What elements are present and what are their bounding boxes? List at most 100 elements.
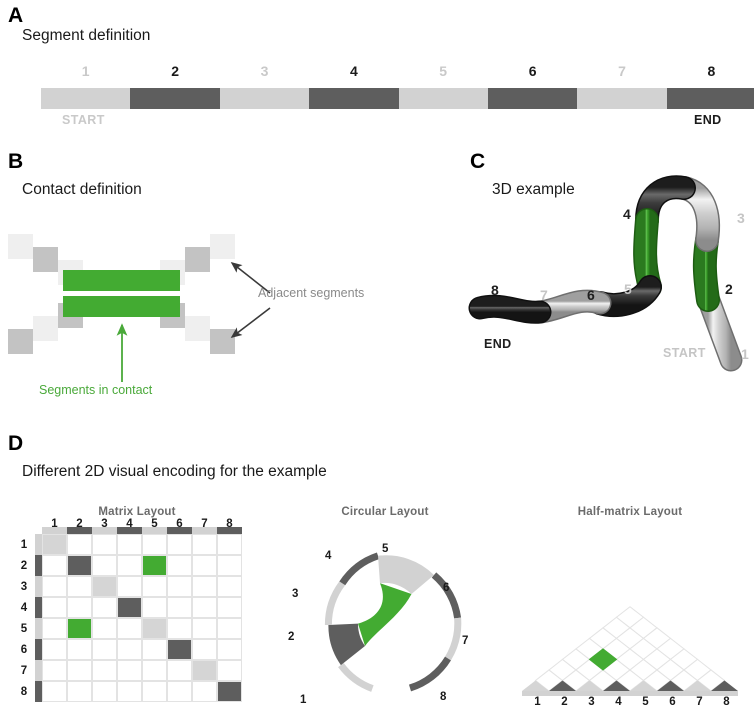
chain-label-6: 6	[587, 287, 595, 303]
circular-contact-ribbon	[358, 583, 412, 646]
matrix-cell-2-5[interactable]	[142, 555, 167, 576]
matrix-cell-7-1[interactable]	[42, 660, 67, 681]
matrix-left-strip-8	[35, 681, 42, 702]
matrix-cell-8-1[interactable]	[42, 681, 67, 702]
adjacent-square-ur-2	[185, 247, 210, 272]
half-matrix-base-triangle-5[interactable]	[630, 680, 657, 691]
matrix-cell-7-8[interactable]	[217, 660, 242, 681]
matrix-col-header-1: 1	[51, 518, 58, 530]
half-matrix-base-triangle-8[interactable]	[711, 680, 738, 691]
matrix-row-header-3: 3	[20, 581, 28, 593]
matrix-cell-4-5[interactable]	[142, 597, 167, 618]
half-matrix-contact-diamond	[588, 648, 618, 671]
matrix-cell-5-5[interactable]	[142, 618, 167, 639]
matrix-cell-4-6[interactable]	[167, 597, 192, 618]
matrix-cell-4-4[interactable]	[117, 597, 142, 618]
half-matrix-base-triangle-7[interactable]	[684, 680, 711, 691]
matrix-cell-1-4[interactable]	[117, 534, 142, 555]
half-matrix-label-5: 5	[642, 696, 649, 708]
end-label: END	[694, 113, 722, 127]
matrix-cell-5-4[interactable]	[117, 618, 142, 639]
matrix-cell-7-4[interactable]	[117, 660, 142, 681]
half-matrix-base-triangle-2[interactable]	[549, 680, 576, 691]
matrix-cell-6-4[interactable]	[117, 639, 142, 660]
segment-number-7: 7	[618, 63, 626, 79]
matrix-cell-1-3[interactable]	[92, 534, 117, 555]
half-matrix-base-triangle-6[interactable]	[657, 680, 684, 691]
matrix-cell-3-6[interactable]	[167, 576, 192, 597]
matrix-cell-4-2[interactable]	[67, 597, 92, 618]
matrix-cell-8-6[interactable]	[167, 681, 192, 702]
matrix-cell-2-1[interactable]	[42, 555, 67, 576]
matrix-cell-5-3[interactable]	[92, 618, 117, 639]
matrix-cell-6-5[interactable]	[142, 639, 167, 660]
matrix-top-strip-4	[117, 527, 142, 534]
matrix-cell-7-7[interactable]	[192, 660, 217, 681]
matrix-top-strip-7	[192, 527, 217, 534]
matrix-cell-1-2[interactable]	[67, 534, 92, 555]
half-matrix-base-triangle-1[interactable]	[522, 680, 549, 691]
matrix-cell-8-3[interactable]	[92, 681, 117, 702]
matrix-cell-5-2[interactable]	[67, 618, 92, 639]
matrix-cell-4-3[interactable]	[92, 597, 117, 618]
matrix-cell-1-7[interactable]	[192, 534, 217, 555]
chain-3d-illustration	[468, 175, 743, 372]
matrix-cell-8-7[interactable]	[192, 681, 217, 702]
half-matrix-label-7: 7	[696, 696, 703, 708]
matrix-cell-1-6[interactable]	[167, 534, 192, 555]
matrix-cell-7-6[interactable]	[167, 660, 192, 681]
matrix-cell-8-2[interactable]	[67, 681, 92, 702]
chain-start-label: START	[663, 346, 706, 360]
matrix-cell-6-6[interactable]	[167, 639, 192, 660]
matrix-cell-8-8[interactable]	[217, 681, 242, 702]
segment-number-8: 8	[707, 63, 716, 79]
matrix-cell-4-1[interactable]	[42, 597, 67, 618]
matrix-cell-2-4[interactable]	[117, 555, 142, 576]
matrix-cell-6-1[interactable]	[42, 639, 67, 660]
matrix-cell-2-8[interactable]	[217, 555, 242, 576]
segment-number-2: 2	[171, 63, 179, 79]
matrix-cell-3-5[interactable]	[142, 576, 167, 597]
matrix-cell-3-4[interactable]	[117, 576, 142, 597]
matrix-cell-5-8[interactable]	[217, 618, 242, 639]
matrix-cell-6-2[interactable]	[67, 639, 92, 660]
matrix-cell-3-1[interactable]	[42, 576, 67, 597]
segment-number-5: 5	[439, 63, 448, 79]
matrix-cell-4-7[interactable]	[192, 597, 217, 618]
matrix-cell-7-2[interactable]	[67, 660, 92, 681]
matrix-cell-8-5[interactable]	[142, 681, 167, 702]
matrix-cell-6-3[interactable]	[92, 639, 117, 660]
matrix-cell-8-4[interactable]	[117, 681, 142, 702]
matrix-left-strip-6	[35, 639, 42, 660]
half-matrix-base-triangle-3[interactable]	[576, 680, 603, 691]
matrix-cell-5-1[interactable]	[42, 618, 67, 639]
matrix-top-strip-8	[217, 527, 242, 534]
matrix-cell-3-8[interactable]	[217, 576, 242, 597]
matrix-row-header-8: 8	[20, 686, 28, 698]
matrix-cell-3-2[interactable]	[67, 576, 92, 597]
half-matrix-cell-2-5[interactable]	[588, 648, 618, 671]
matrix-cell-6-7[interactable]	[192, 639, 217, 660]
matrix-col-header-6: 6	[176, 518, 183, 530]
matrix-cell-5-6[interactable]	[167, 618, 192, 639]
matrix-cell-7-3[interactable]	[92, 660, 117, 681]
matrix-cell-3-3[interactable]	[92, 576, 117, 597]
matrix-cell-2-3[interactable]	[92, 555, 117, 576]
matrix-cell-5-7[interactable]	[192, 618, 217, 639]
matrix-cell-1-1[interactable]	[42, 534, 67, 555]
half-matrix-base-triangle-4[interactable]	[603, 680, 630, 691]
contact-bar-lower	[63, 296, 180, 317]
matrix-left-strip-4	[35, 597, 42, 618]
chain-label-7: 7	[540, 287, 548, 303]
matrix-cell-7-5[interactable]	[142, 660, 167, 681]
matrix-cell-1-8[interactable]	[217, 534, 242, 555]
matrix-cell-3-7[interactable]	[192, 576, 217, 597]
matrix-cell-1-5[interactable]	[142, 534, 167, 555]
adjacent-square-ul-2	[33, 247, 58, 272]
matrix-cell-2-7[interactable]	[192, 555, 217, 576]
matrix-cell-2-6[interactable]	[167, 555, 192, 576]
matrix-cell-6-8[interactable]	[217, 639, 242, 660]
matrix-cell-4-8[interactable]	[217, 597, 242, 618]
matrix-row-header-7: 7	[20, 665, 28, 677]
matrix-cell-2-2[interactable]	[67, 555, 92, 576]
